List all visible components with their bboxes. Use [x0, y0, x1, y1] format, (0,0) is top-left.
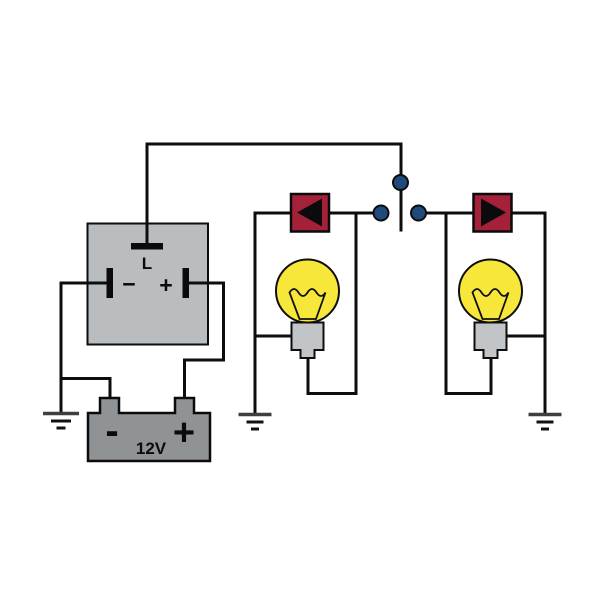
relay-terminal-l-bar: [131, 243, 163, 250]
battery: - + 12V: [86, 396, 212, 463]
battery-voltage-label: 12V: [136, 439, 167, 458]
ground-symbol-right: [528, 412, 562, 431]
ground-symbol-middle: [238, 412, 272, 431]
bulb-right-base: [473, 321, 508, 359]
relay-terminal-pos-bar: [182, 268, 189, 298]
diode-left: [289, 192, 331, 233]
switch-left-contact: [372, 204, 390, 222]
battery-body: [86, 396, 212, 463]
relay-plus-label: +: [159, 272, 172, 298]
relay-terminal-l-label: L: [142, 254, 152, 273]
diode-right: [472, 192, 513, 233]
diode-left-arrow-icon: [297, 198, 322, 227]
wire-left-lamp-branch: [253, 211, 374, 413]
bulb-left-base: [290, 321, 325, 359]
relay-minus-label: −: [122, 271, 135, 297]
bulb-right: [458, 258, 523, 359]
ground-symbol-left: [43, 411, 79, 430]
flasher-relay: L − +: [106, 243, 189, 298]
bulb-left-filament: [288, 288, 327, 320]
switch-pole-contact: [392, 174, 409, 191]
wire-relay-neg-to-ground-and-battery: [59, 281, 112, 412]
relay-terminal-neg-bar: [106, 268, 113, 298]
diode-right-arrow-icon: [481, 198, 506, 227]
wire-relay-pos-to-battery: [183, 281, 225, 399]
switch-right-contact: [410, 204, 427, 222]
bulb-right-filament: [471, 288, 510, 320]
battery-minus-label: -: [105, 409, 118, 453]
battery-plus-label: +: [173, 412, 195, 454]
bulb-left: [275, 258, 340, 359]
wire-right-lamp-branch: [426, 211, 547, 413]
turn-signal-switch: [372, 174, 427, 222]
